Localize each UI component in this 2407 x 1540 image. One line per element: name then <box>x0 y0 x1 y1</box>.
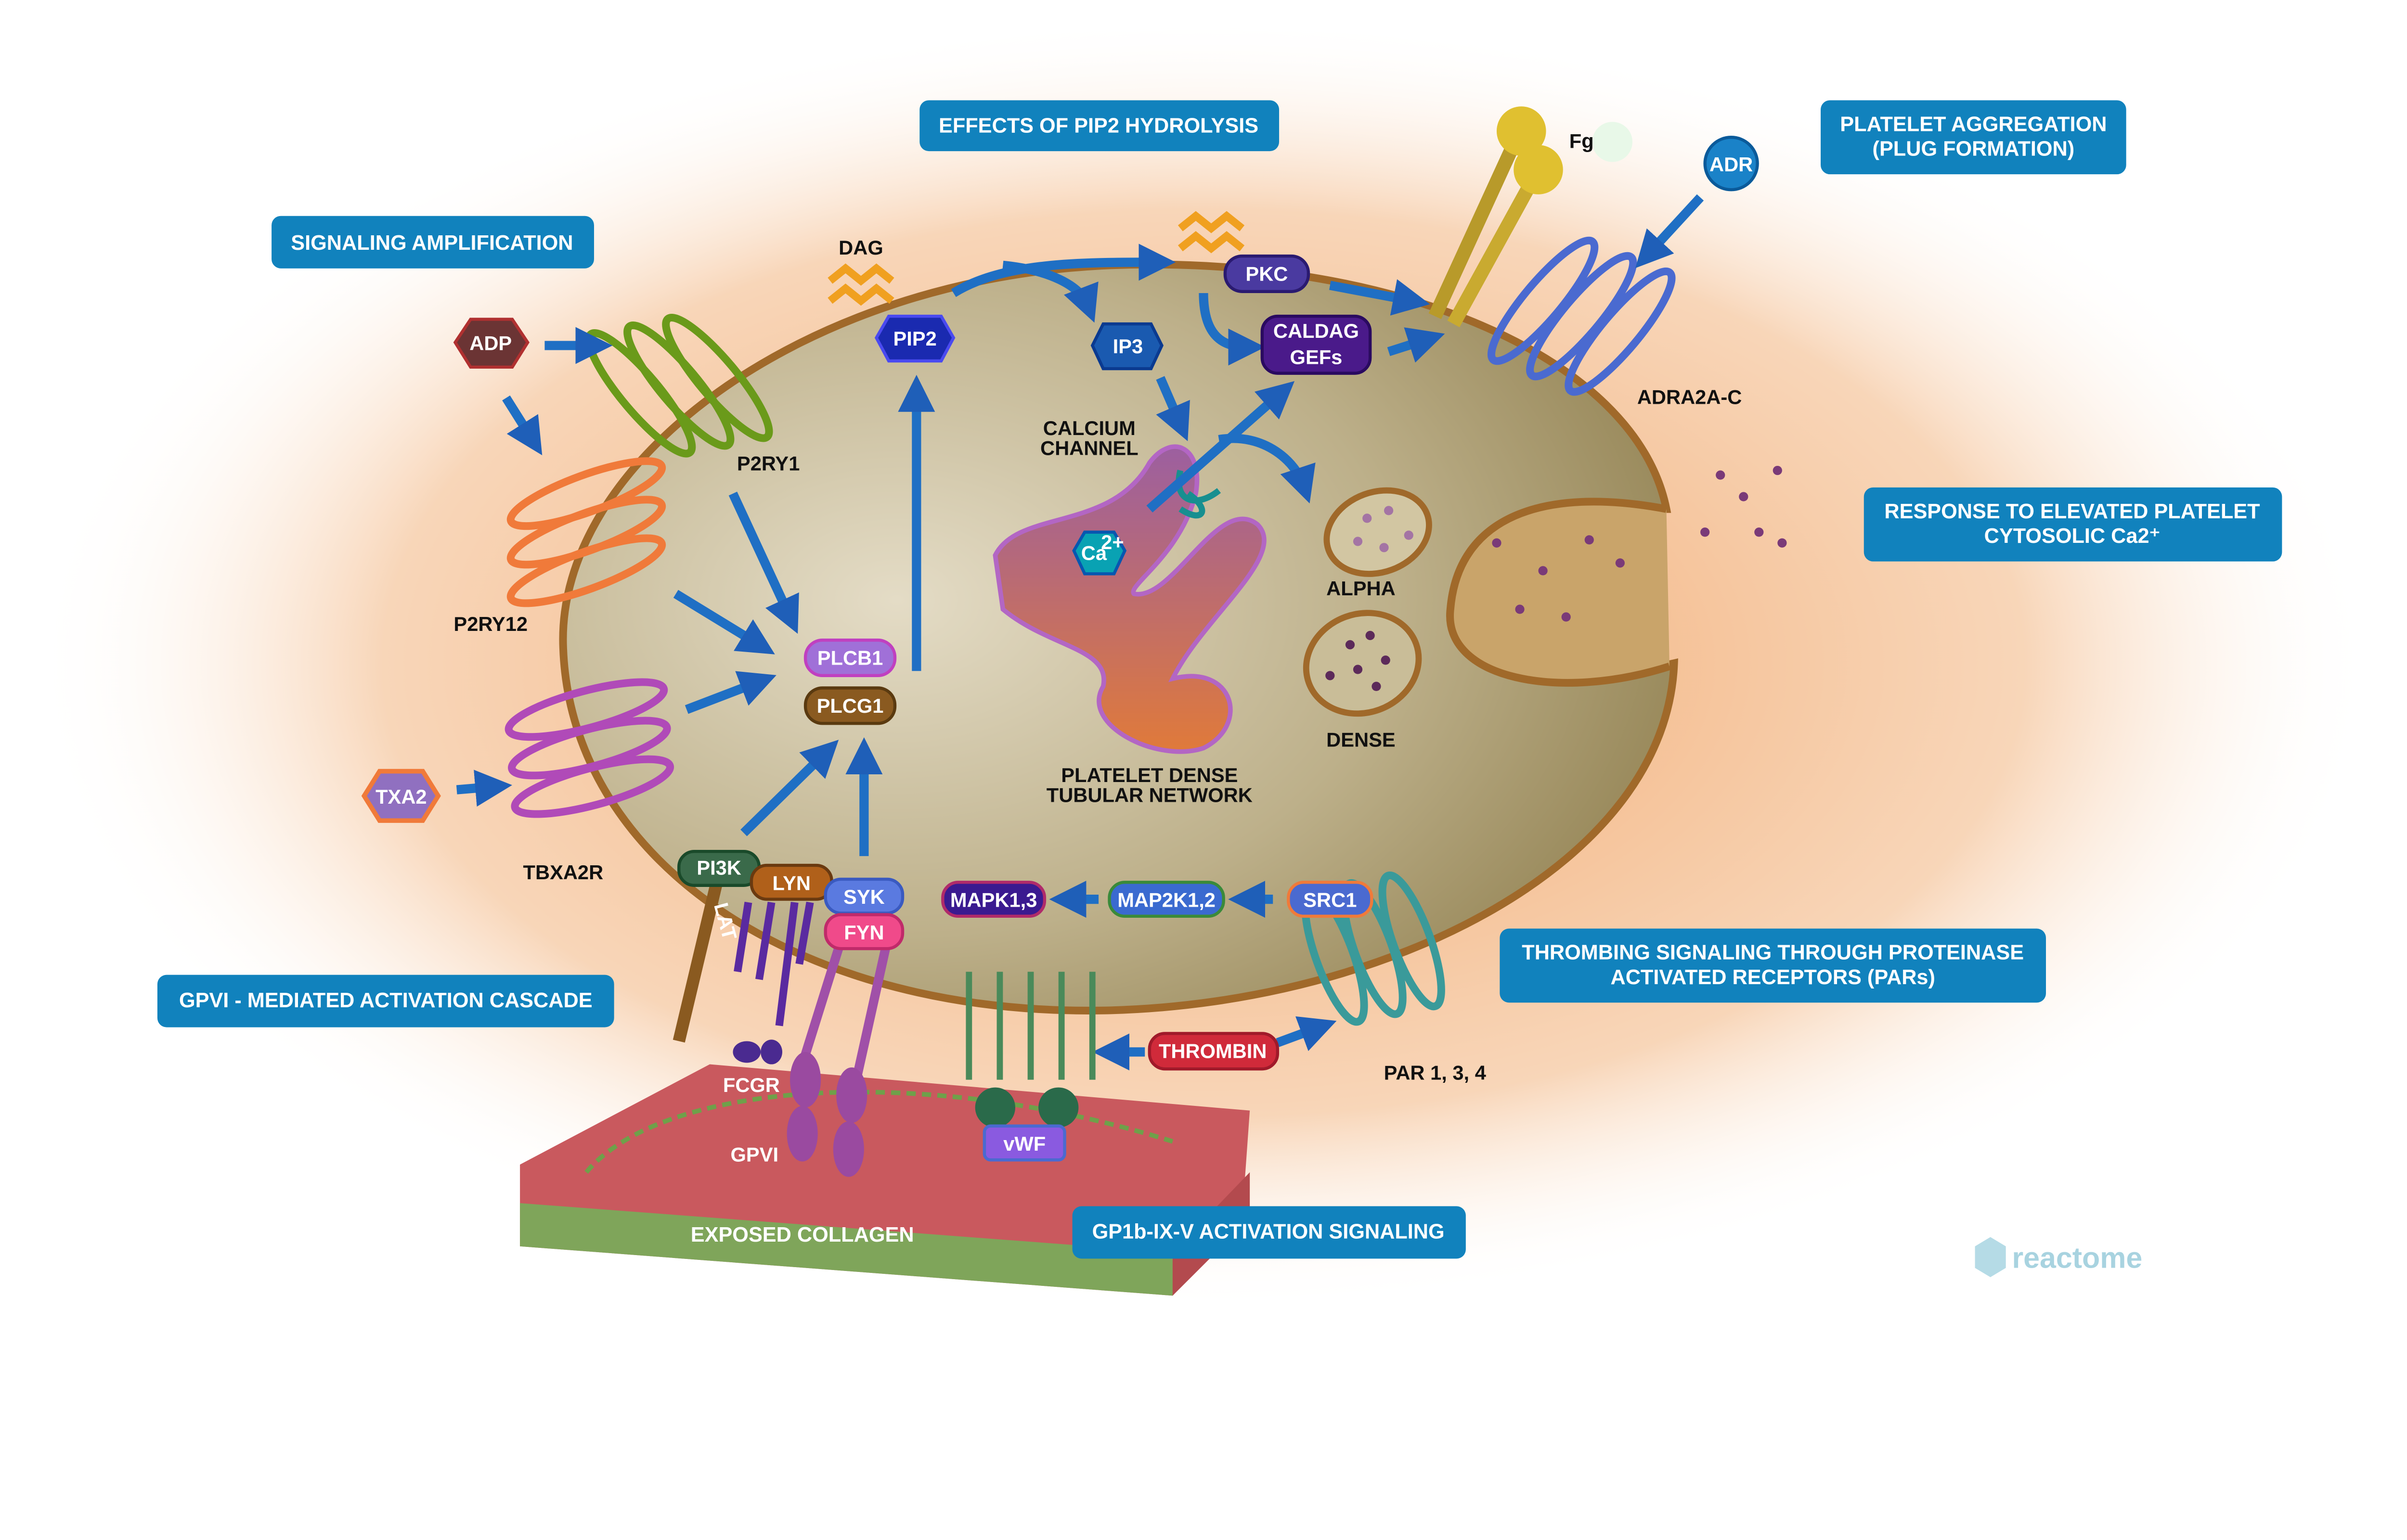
membrane-stalks <box>673 877 1096 1177</box>
callout-response-ca[interactable]: RESPONSE TO ELEVATED PLATELET CYTOSOLIC … <box>1863 487 2282 562</box>
lyn-label: LYN <box>772 872 811 894</box>
callout-text-line2: CYTOSOLIC Ca2⁺ <box>1984 525 2161 548</box>
signaling-arrows <box>456 194 1704 1071</box>
plcg1-label: PLCG1 <box>817 694 884 717</box>
adr-label: ADR <box>1709 153 1753 176</box>
callout-text-line2: ACTIVATED RECEPTORS (PARs) <box>1610 966 1935 989</box>
reactome-logo: reactome <box>1975 1237 2142 1277</box>
plcg1-protein: PLCG1 <box>803 686 897 725</box>
map2k12-protein: MAP2K1,2 <box>1108 881 1225 918</box>
txa2-label: TXA2 <box>375 785 427 808</box>
ip3-molecule: IP3 <box>1090 322 1164 371</box>
dense-granule: DENSE <box>1303 610 1422 751</box>
pkc-protein: PKC <box>1223 254 1310 293</box>
thrombin-protein: THROMBIN <box>1148 1032 1280 1071</box>
caldag-label: CALDAG <box>1273 320 1359 342</box>
lyn-protein: LYN <box>750 863 833 901</box>
plcb1-protein: PLCB1 <box>803 638 897 678</box>
callout-signaling-amplification[interactable]: SIGNALING AMPLIFICATION <box>272 216 594 269</box>
dag-icon-pkc <box>1178 211 1245 254</box>
callout-effects-pip2[interactable]: EFFECTS OF PIP2 HYDROLYSIS <box>919 100 1280 152</box>
pip2-molecule: PIP2 <box>874 314 956 363</box>
adr-molecule: ADR <box>1703 136 1759 192</box>
fyn-protein: FYN <box>824 913 905 950</box>
platelet-activation-diagram: EXPOSED COLLAGEN Ca 2+ CALCIUM CHANNEL P… <box>31 15 2376 1311</box>
adp-label: ADP <box>469 332 512 355</box>
callout-text: EFFECTS OF PIP2 HYDROLYSIS <box>939 115 1258 138</box>
p2ry12-receptor <box>506 457 666 607</box>
integrin-fibrinogen: Fg <box>1428 106 1633 328</box>
ca-label: Ca <box>1081 541 1107 564</box>
mapk13-label: MAPK1,3 <box>950 889 1037 911</box>
callout-text: SIGNALING AMPLIFICATION <box>291 231 573 255</box>
callout-platelet-aggregation[interactable]: PLATELET AGGREGATION (PLUG FORMATION) <box>1821 100 2126 175</box>
pip2-label: PIP2 <box>893 327 936 350</box>
fyn-label: FYN <box>844 921 884 944</box>
dag-icon <box>828 263 894 306</box>
calcium-channel-label-line2: CHANNEL <box>1040 437 1139 460</box>
gefs-label: GEFs <box>1290 346 1343 368</box>
adra2-receptor <box>1487 236 1676 396</box>
calcium-ion: Ca 2+ <box>1072 530 1127 576</box>
syk-label: SYK <box>843 886 885 908</box>
dense-label: DENSE <box>1326 728 1396 751</box>
callout-text: RESPONSE TO ELEVATED PLATELET <box>1884 500 2260 523</box>
callout-gpvi-cascade[interactable]: GPVI - MEDIATED ACTIVATION CASCADE <box>157 975 614 1027</box>
p2ry12-label: P2RY12 <box>453 613 528 635</box>
collagen-label: EXPOSED COLLAGEN <box>691 1223 914 1246</box>
txa2-molecule: TXA2 <box>361 769 441 823</box>
fg-label: Fg <box>1569 130 1594 153</box>
ip3-label: IP3 <box>1113 335 1143 358</box>
pi3k-label: PI3K <box>697 856 741 879</box>
syk-protein: SYK <box>824 877 905 915</box>
vwf-protein: vWF <box>983 1124 1066 1162</box>
released-granules <box>1492 465 1787 622</box>
dense-tubular-label-line2: TUBULAR NETWORK <box>1047 784 1253 807</box>
adra2-label: ADRA2A-C <box>1637 386 1742 409</box>
callout-text: PLATELET AGGREGATION <box>1840 113 2107 136</box>
callout-gp1b-signaling[interactable]: GP1b-IX-V ACTIVATION SIGNALING <box>1072 1206 1466 1259</box>
plcb1-label: PLCB1 <box>817 646 883 669</box>
fcgr-label: FCGR <box>723 1074 780 1096</box>
tbxa2r-receptor <box>505 678 674 818</box>
p2ry1-label: P2RY1 <box>737 452 800 475</box>
map2k12-label: MAP2K1,2 <box>1117 889 1216 911</box>
callout-text: GP1b-IX-V ACTIVATION SIGNALING <box>1092 1220 1445 1244</box>
dense-tubular-label: PLATELET DENSE <box>1061 764 1238 786</box>
secretory-granule <box>1446 498 1671 687</box>
reactome-logo-text: reactome <box>2012 1242 2142 1274</box>
mapk13-protein: MAPK1,3 <box>941 881 1047 918</box>
dag-label: DAG <box>839 236 883 259</box>
ca-charge-label: 2+ <box>1101 531 1124 553</box>
pi3k-protein: PI3K <box>677 850 761 887</box>
adp-molecule: ADP <box>453 318 530 369</box>
alpha-granule: ALPHA <box>1323 487 1432 600</box>
callout-text: GPVI - MEDIATED ACTIVATION CASCADE <box>179 989 593 1012</box>
caldag-gefs-protein: CALDAG GEFs <box>1260 314 1372 375</box>
calcium-channel-label: CALCIUM <box>1043 417 1136 439</box>
callout-thrombin-signaling[interactable]: THROMBING SIGNALING THROUGH PROTEINASE A… <box>1500 928 2046 1003</box>
dense-tubular-network <box>993 444 1267 754</box>
src1-label: SRC1 <box>1303 889 1357 911</box>
thrombin-label: THROMBIN <box>1159 1040 1267 1063</box>
gpvi-label: GPVI <box>731 1143 779 1166</box>
vwf-label: vWF <box>1003 1132 1046 1155</box>
pkc-label: PKC <box>1245 262 1288 285</box>
tbxa2r-label: TBXA2R <box>523 861 604 884</box>
alpha-label: ALPHA <box>1326 577 1395 600</box>
callout-text-line2: (PLUG FORMATION) <box>1873 138 2075 161</box>
src1-protein: SRC1 <box>1287 881 1373 918</box>
callout-text: THROMBING SIGNALING THROUGH PROTEINASE <box>1522 941 2024 964</box>
par-label: PAR 1, 3, 4 <box>1384 1062 1486 1084</box>
